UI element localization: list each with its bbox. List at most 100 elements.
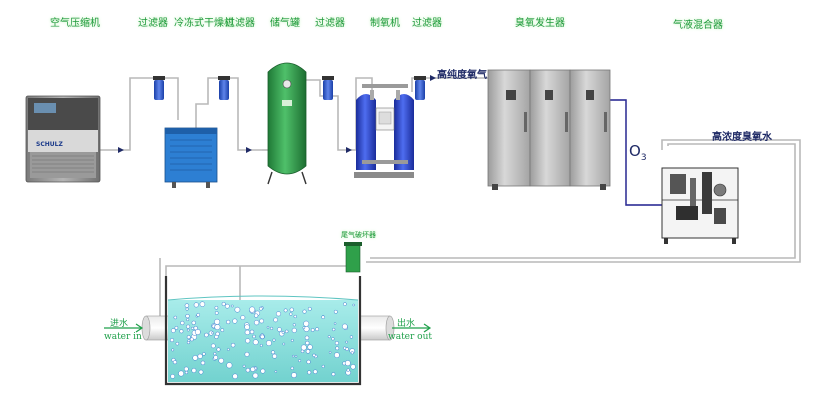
- bubble: [221, 301, 226, 307]
- bubble: [186, 328, 190, 332]
- label-o3: O3: [629, 142, 647, 163]
- bubble: [321, 364, 325, 368]
- bubble: [291, 354, 295, 358]
- bubble: [304, 335, 310, 341]
- bubble: [249, 329, 255, 335]
- bubble: [186, 324, 191, 329]
- ozone-control-panel: [506, 90, 516, 100]
- bubble: [170, 328, 176, 333]
- oxygen-generator: [354, 84, 414, 178]
- bubble: [253, 319, 260, 326]
- bubble: [242, 364, 246, 368]
- bubble: [333, 322, 337, 325]
- label-air-tank: 储气罐: [270, 18, 300, 29]
- bubble: [331, 337, 335, 341]
- water-tank: [164, 276, 362, 386]
- bubble: [332, 327, 336, 332]
- bubble: [259, 306, 263, 311]
- bubble: [350, 351, 354, 355]
- bubble: [271, 350, 275, 355]
- bubble: [199, 301, 206, 307]
- bubble: [331, 372, 336, 377]
- bubble: [170, 374, 176, 379]
- bubble: [333, 309, 338, 314]
- bubble: [300, 344, 307, 351]
- bubble: [346, 368, 350, 372]
- bubble: [172, 360, 178, 365]
- bubble: [185, 307, 189, 311]
- bubble: [173, 315, 178, 320]
- bubble: [224, 303, 230, 309]
- bubble: [179, 329, 184, 334]
- bubble: [184, 303, 190, 308]
- bubble: [259, 344, 263, 347]
- bubble: [183, 366, 189, 372]
- bubble: [334, 352, 340, 358]
- bubble: [290, 366, 294, 370]
- bubble: [198, 369, 204, 375]
- bubble: [265, 340, 272, 347]
- pressure-gauge-icon: [282, 79, 292, 89]
- gas-reclaimer: [344, 242, 362, 273]
- arrow-right-icon: [118, 75, 436, 153]
- bubble: [202, 352, 206, 356]
- bubble: [215, 331, 220, 336]
- refrigerated-dryer: [164, 127, 218, 188]
- bubble: [213, 352, 217, 356]
- bubble: [186, 335, 191, 340]
- bubble: [312, 353, 316, 357]
- bubble: [350, 364, 356, 370]
- bubble: [211, 331, 214, 335]
- label-oxygen-generator: 制氧机: [370, 18, 400, 29]
- bubble: [307, 370, 312, 375]
- bubble: [174, 326, 179, 330]
- bubble: [245, 338, 251, 344]
- bubble: [227, 348, 230, 351]
- gas-liquid-mixer: [661, 167, 739, 244]
- bubble: [252, 339, 259, 346]
- bubble: [283, 308, 288, 313]
- bubble: [254, 366, 258, 370]
- bubble: [307, 306, 312, 311]
- bubble: [344, 360, 351, 367]
- ozone-bubbles: [169, 301, 356, 380]
- compressor-brand: SCHULZ: [36, 141, 63, 148]
- bubble: [305, 340, 310, 346]
- bubble: [226, 362, 233, 369]
- label-water-out-cn: 出水: [397, 319, 416, 329]
- bubble: [345, 340, 348, 344]
- bubble: [334, 341, 339, 346]
- bubble: [189, 337, 194, 342]
- label-water-in-cn: 进水: [110, 319, 129, 329]
- bubble: [260, 334, 265, 340]
- bubble: [169, 338, 175, 343]
- bubble: [260, 368, 266, 374]
- bubble: [214, 324, 221, 331]
- bubble: [289, 307, 294, 312]
- bubble: [302, 326, 306, 330]
- label-filter-1: 过滤器: [138, 18, 168, 29]
- bubble: [254, 313, 259, 318]
- bubble: [305, 349, 311, 354]
- bubble: [327, 335, 331, 339]
- bubble: [218, 357, 224, 364]
- bubble: [272, 338, 276, 342]
- air-tank: [267, 62, 307, 185]
- o3-line: [610, 99, 666, 206]
- bubble: [302, 309, 307, 314]
- bubble: [197, 353, 203, 359]
- bubble: [185, 313, 190, 319]
- bubble: [178, 370, 185, 377]
- bubble: [281, 330, 285, 334]
- bubble: [171, 348, 175, 352]
- bubble: [232, 318, 238, 324]
- bubble: [328, 351, 332, 354]
- bubble: [232, 373, 238, 380]
- label-refrigerated-dryer: 冷冻式干燥机: [174, 18, 234, 29]
- bubble: [191, 326, 194, 330]
- bubble: [193, 302, 199, 308]
- bubble: [293, 314, 297, 319]
- label-filter-3: 过滤器: [315, 18, 345, 29]
- bubble: [259, 318, 264, 324]
- bubble: [214, 311, 219, 315]
